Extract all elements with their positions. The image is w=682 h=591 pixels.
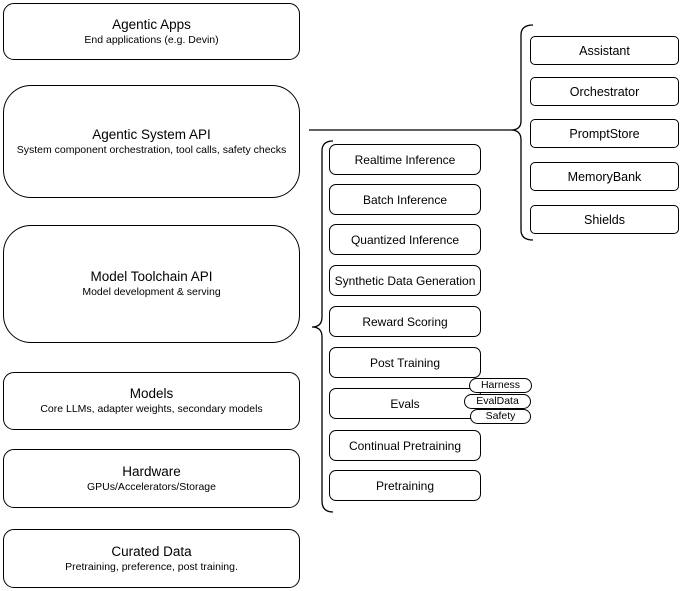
node-title: Curated Data: [111, 543, 192, 559]
toolchain-item-post-training: Post Training: [329, 347, 481, 378]
node-agentic-system-api: Agentic System API System component orch…: [3, 85, 300, 198]
node-agentic-apps: Agentic Apps End applications (e.g. Devi…: [3, 3, 300, 60]
component-label: MemoryBank: [567, 169, 642, 184]
node-subtitle: Pretraining, preference, post training.: [65, 560, 238, 573]
node-title: Model Toolchain API: [90, 269, 213, 284]
component-label: Orchestrator: [569, 84, 640, 99]
node-hardware: Hardware GPUs/Accelerators/Storage: [3, 449, 300, 508]
component-label: Shields: [584, 212, 625, 227]
eval-tag-safety: Safety: [470, 409, 531, 424]
toolchain-item-batch-inference: Batch Inference: [329, 184, 481, 215]
component-orchestrator: Orchestrator: [530, 77, 679, 106]
component-assistant: Assistant: [530, 36, 679, 65]
toolchain-item-label: Pretraining: [375, 478, 435, 493]
component-promptstore: PromptStore: [530, 119, 679, 148]
toolchain-item-label: Evals: [390, 396, 420, 411]
eval-tag-label: Safety: [485, 410, 516, 422]
toolchain-item-evals: Evals: [329, 388, 481, 419]
component-memorybank: MemoryBank: [530, 162, 679, 191]
toolchain-item-synthetic-data-generation: Synthetic Data Generation: [329, 265, 481, 296]
node-subtitle: End applications (e.g. Devin): [84, 33, 219, 46]
node-title: Hardware: [122, 463, 181, 479]
node-subtitle: System component orchestration, tool cal…: [16, 143, 287, 156]
toolchain-item-realtime-inference: Realtime Inference: [329, 144, 481, 175]
toolchain-item-quantized-inference: Quantized Inference: [329, 224, 481, 255]
toolchain-item-label: Post Training: [369, 355, 441, 370]
node-subtitle: GPUs/Accelerators/Storage: [87, 480, 216, 493]
node-models: Models Core LLMs, adapter weights, secon…: [3, 372, 300, 430]
toolchain-item-label: Synthetic Data Generation: [334, 273, 476, 288]
toolchain-item-label: Reward Scoring: [362, 314, 448, 329]
eval-tag-evaldata: EvalData: [464, 394, 531, 409]
node-subtitle: Core LLMs, adapter weights, secondary mo…: [40, 403, 263, 415]
node-curated-data: Curated Data Pretraining, preference, po…: [3, 529, 300, 588]
node-title: Agentic System API: [92, 126, 211, 142]
component-shields: Shields: [530, 205, 679, 234]
toolchain-item-label: Continual Pretraining: [348, 438, 462, 453]
node-title: Models: [129, 386, 174, 401]
toolchain-item-label: Realtime Inference: [354, 152, 456, 167]
toolchain-item-label: Batch Inference: [362, 192, 448, 207]
toolchain-item-continual-pretraining: Continual Pretraining: [329, 430, 481, 461]
eval-tag-label: EvalData: [476, 395, 519, 407]
component-label: PromptStore: [569, 126, 640, 141]
toolchain-item-pretraining: Pretraining: [329, 470, 481, 501]
eval-tag-harness: Harness: [469, 378, 532, 393]
toolchain-item-label: Quantized Inference: [350, 232, 460, 247]
toolchain-item-reward-scoring: Reward Scoring: [329, 306, 481, 337]
node-title: Agentic Apps: [112, 16, 191, 32]
component-label: Assistant: [579, 43, 630, 58]
eval-tag-label: Harness: [480, 379, 521, 391]
node-model-toolchain-api: Model Toolchain API Model development & …: [3, 225, 300, 343]
node-subtitle: Model development & serving: [82, 286, 221, 298]
